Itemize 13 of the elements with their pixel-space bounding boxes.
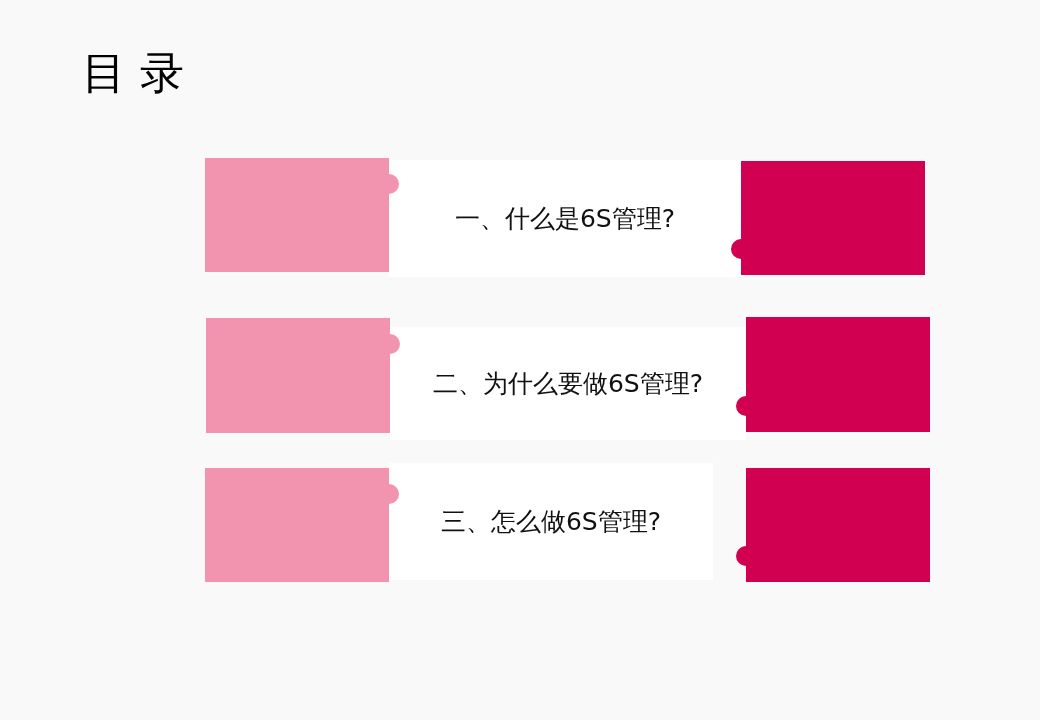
page-title: 目 录 — [82, 46, 184, 100]
chapter-heading: 二、为什么要做6S管理? — [432, 368, 703, 400]
puzzle-block — [736, 468, 930, 582]
puzzle-block — [205, 158, 399, 272]
chapter-band — [389, 160, 741, 277]
puzzle-block — [731, 161, 925, 275]
puzzle-block — [205, 468, 399, 582]
chapter-heading: 三、怎么做6S管理? — [440, 506, 661, 538]
puzzle-block — [206, 318, 400, 433]
chapter-band — [390, 327, 746, 440]
puzzle-block — [736, 317, 930, 432]
chapter-heading: 一、什么是6S管理? — [454, 203, 675, 235]
chapter-band — [389, 463, 713, 580]
